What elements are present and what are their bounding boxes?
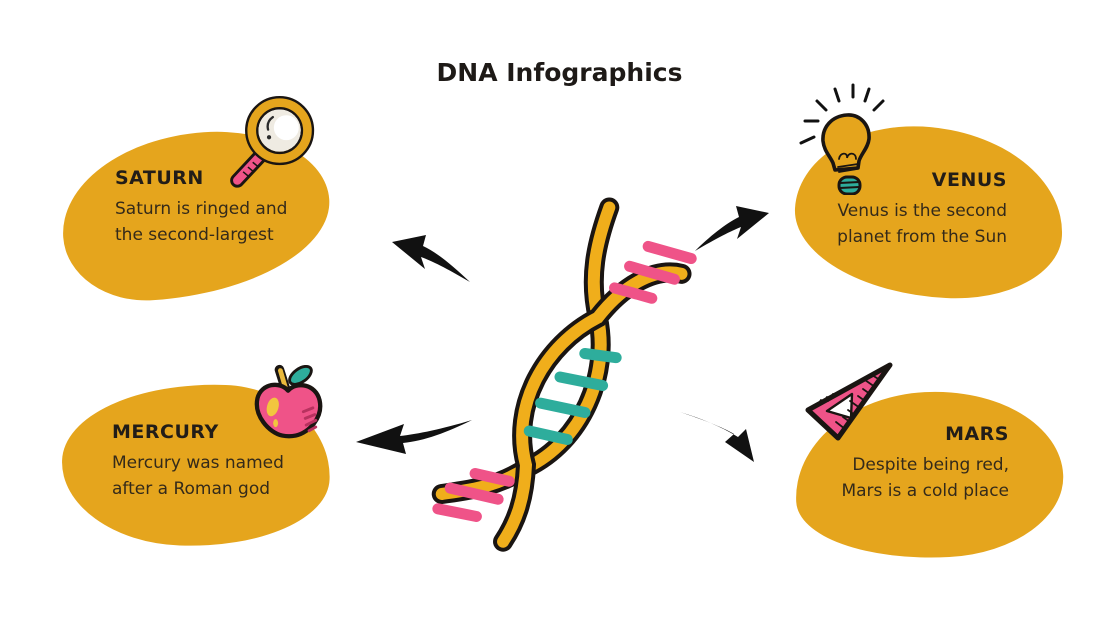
apple-icon xyxy=(246,362,332,448)
card-mars: MARS Despite being red, Mars is a cold p… xyxy=(790,385,1068,565)
card-description: Mercury was named after a Roman god xyxy=(112,453,284,499)
arrow-bottom-left-icon xyxy=(354,416,474,456)
arrow-top-left-icon xyxy=(390,232,472,284)
arrow-top-right-icon xyxy=(693,205,771,253)
magnifier-icon xyxy=(222,96,318,192)
lightbulb-icon xyxy=(795,83,895,196)
card-saturn: SATURN Saturn is ringed and the second-l… xyxy=(56,123,336,307)
card-description: Venus is the second planet from the Sun xyxy=(837,201,1007,247)
card-title: SATURN xyxy=(115,167,204,189)
card-venus: VENUS Venus is the second planet from th… xyxy=(790,120,1068,304)
arrow-bottom-right-icon xyxy=(678,410,758,465)
card-title: MARS xyxy=(945,423,1009,445)
card-venus-text: VENUS Venus is the second planet from th… xyxy=(807,169,1007,250)
card-description: Despite being red, Mars is a cold place xyxy=(841,455,1009,501)
card-title: MERCURY xyxy=(112,421,219,443)
card-mercury: MERCURY Mercury was named after a Roman … xyxy=(59,379,333,551)
card-mars-text: MARS Despite being red, Mars is a cold p… xyxy=(804,423,1009,504)
card-mercury-text: MERCURY Mercury was named after a Roman … xyxy=(112,421,322,502)
card-title: VENUS xyxy=(931,169,1007,191)
card-description: Saturn is ringed and the second-largest xyxy=(115,199,288,245)
set-square-icon xyxy=(797,352,897,452)
dna-helix-icon xyxy=(390,166,741,604)
slide-title: DNA Infographics xyxy=(436,58,683,87)
card-saturn-text: SATURN Saturn is ringed and the second-l… xyxy=(115,167,315,248)
